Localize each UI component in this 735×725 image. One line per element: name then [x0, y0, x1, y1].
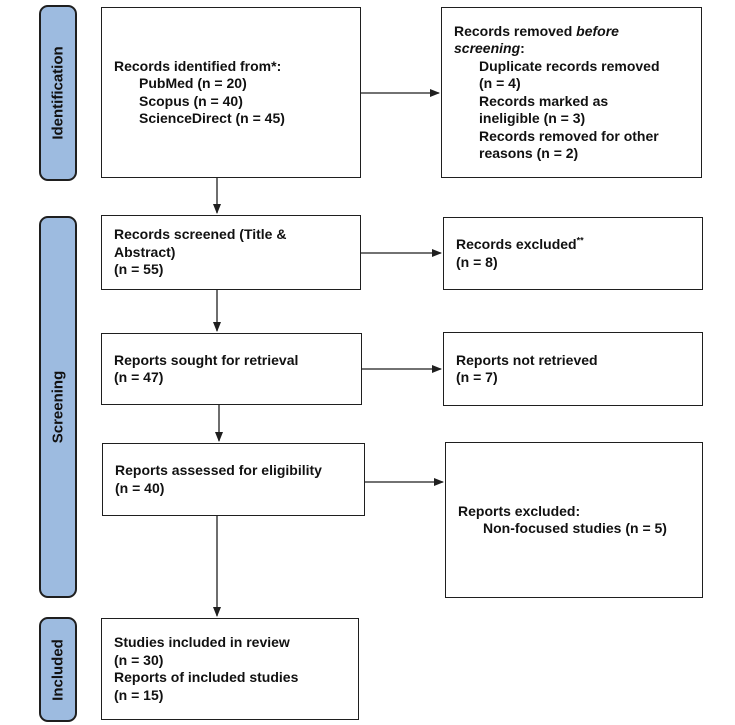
studies-included-title: Studies included in review — [114, 634, 290, 650]
records-excluded-box: Records excluded** (n = 8) — [443, 217, 703, 290]
studies-included-box: Studies included in review (n = 30) Repo… — [101, 618, 359, 720]
records-screened-line-2: Abstract) — [114, 243, 176, 260]
records-excluded-count: (n = 8) — [456, 253, 498, 270]
reports-excluded-box: Reports excluded: Non-focused studies (n… — [445, 442, 703, 598]
reports-sought-count: (n = 47) — [114, 369, 164, 385]
records-excluded-label: Records excluded — [456, 236, 577, 252]
reports-sought-title: Reports sought for retrieval — [114, 351, 299, 368]
duplicate-records-line-1: Duplicate records removed — [479, 57, 660, 74]
reports-assessed-box: Reports assessed for eligibility (n = 40… — [102, 443, 365, 516]
source-sciencedirect: ScienceDirect (n = 45) — [139, 110, 285, 126]
records-excluded-marker: ** — [576, 235, 584, 246]
studies-included-count: (n = 30) — [114, 651, 164, 668]
source-pubmed: PubMed (n = 20) — [139, 75, 247, 91]
reports-excluded-reason: Non-focused studies (n = 5) — [483, 520, 667, 536]
phase-identification: Identification — [39, 5, 77, 181]
records-removed-heading-italic: before screening — [454, 22, 619, 57]
other-reasons-line-2: reasons (n = 2) — [479, 145, 579, 161]
ineligible-records-line-1: Records marked as — [479, 92, 609, 109]
records-removed-heading-prefix: Records removed — [454, 22, 577, 39]
reports-included-count: (n = 15) — [114, 686, 164, 703]
records-removed-heading-suffix: : — [520, 40, 525, 56]
duplicate-records-line-2: (n = 4) — [479, 75, 521, 91]
records-removed-box: Records removed before screening: Duplic… — [441, 7, 702, 178]
reports-included-title: Reports of included studies — [114, 669, 299, 685]
reports-assessed-count: (n = 40) — [115, 479, 165, 496]
records-screened-line-1: Records screened (Title & — [114, 226, 287, 243]
ineligible-records-line-2: ineligible (n = 3) — [479, 110, 586, 126]
reports-not-retrieved-box: Reports not retrieved (n = 7) — [443, 332, 703, 406]
source-scopus: Scopus (n = 40) — [139, 92, 243, 109]
reports-sought-box: Reports sought for retrieval (n = 47) — [101, 333, 362, 405]
reports-not-retrieved-count: (n = 7) — [456, 369, 498, 385]
phase-included: Included — [39, 617, 77, 722]
records-identified-box: Records identified from*: PubMed (n = 20… — [101, 7, 361, 178]
other-reasons-line-1: Records removed for other — [479, 127, 659, 144]
reports-excluded-title: Reports excluded: — [458, 502, 581, 519]
records-screened-box: Records screened (Title & Abstract) (n =… — [101, 215, 361, 290]
records-excluded-title: Records excluded** — [456, 236, 690, 254]
reports-not-retrieved-title: Reports not retrieved — [456, 351, 598, 368]
reports-assessed-title: Reports assessed for eligibility — [115, 462, 322, 478]
records-removed-heading: Records removed before screening: — [454, 23, 689, 58]
records-screened-count: (n = 55) — [114, 261, 164, 278]
records-identified-heading: Records identified from*: — [114, 57, 282, 74]
phase-screening: Screening — [39, 216, 77, 598]
